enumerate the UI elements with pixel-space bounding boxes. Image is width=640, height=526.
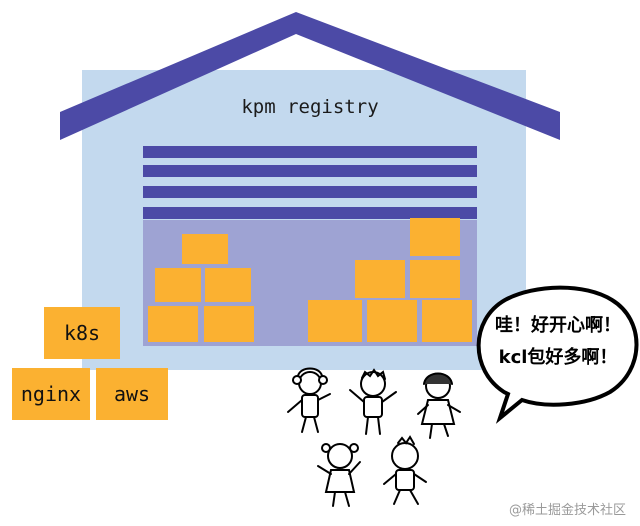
package-label-nginx: nginx bbox=[12, 368, 90, 420]
package-label-aws: aws bbox=[96, 368, 168, 420]
box bbox=[422, 300, 472, 342]
kid-figure bbox=[383, 435, 427, 505]
shelf-stripe bbox=[143, 186, 477, 198]
box bbox=[308, 300, 362, 342]
watermark: @稀土掘金技术社区 bbox=[508, 503, 626, 518]
warehouse-roof bbox=[60, 12, 560, 140]
kid-figure bbox=[317, 443, 361, 507]
box bbox=[367, 300, 417, 342]
box bbox=[204, 306, 254, 342]
box bbox=[355, 260, 405, 298]
shelf-stripe bbox=[143, 165, 477, 177]
shelf-stripe bbox=[143, 207, 477, 219]
box bbox=[148, 306, 198, 342]
speech-line-1: 哇！好开心啊！ bbox=[495, 315, 621, 336]
speech-bubble bbox=[476, 285, 639, 424]
package-label-k8s: k8s bbox=[44, 307, 120, 359]
warehouse-title: kpm registry bbox=[241, 96, 379, 118]
box bbox=[205, 268, 251, 302]
speech-line-2: kcl包好多啊！ bbox=[498, 347, 618, 368]
box bbox=[410, 260, 460, 298]
box bbox=[182, 234, 228, 264]
kid-figure bbox=[417, 372, 461, 439]
box bbox=[410, 218, 460, 256]
speech-bubble-text: 哇！好开心啊！ kcl包好多啊！ bbox=[478, 310, 638, 374]
shelf-stripe bbox=[143, 146, 477, 158]
kid-figure bbox=[349, 368, 397, 435]
kid-figure bbox=[287, 367, 331, 433]
box bbox=[155, 268, 201, 302]
